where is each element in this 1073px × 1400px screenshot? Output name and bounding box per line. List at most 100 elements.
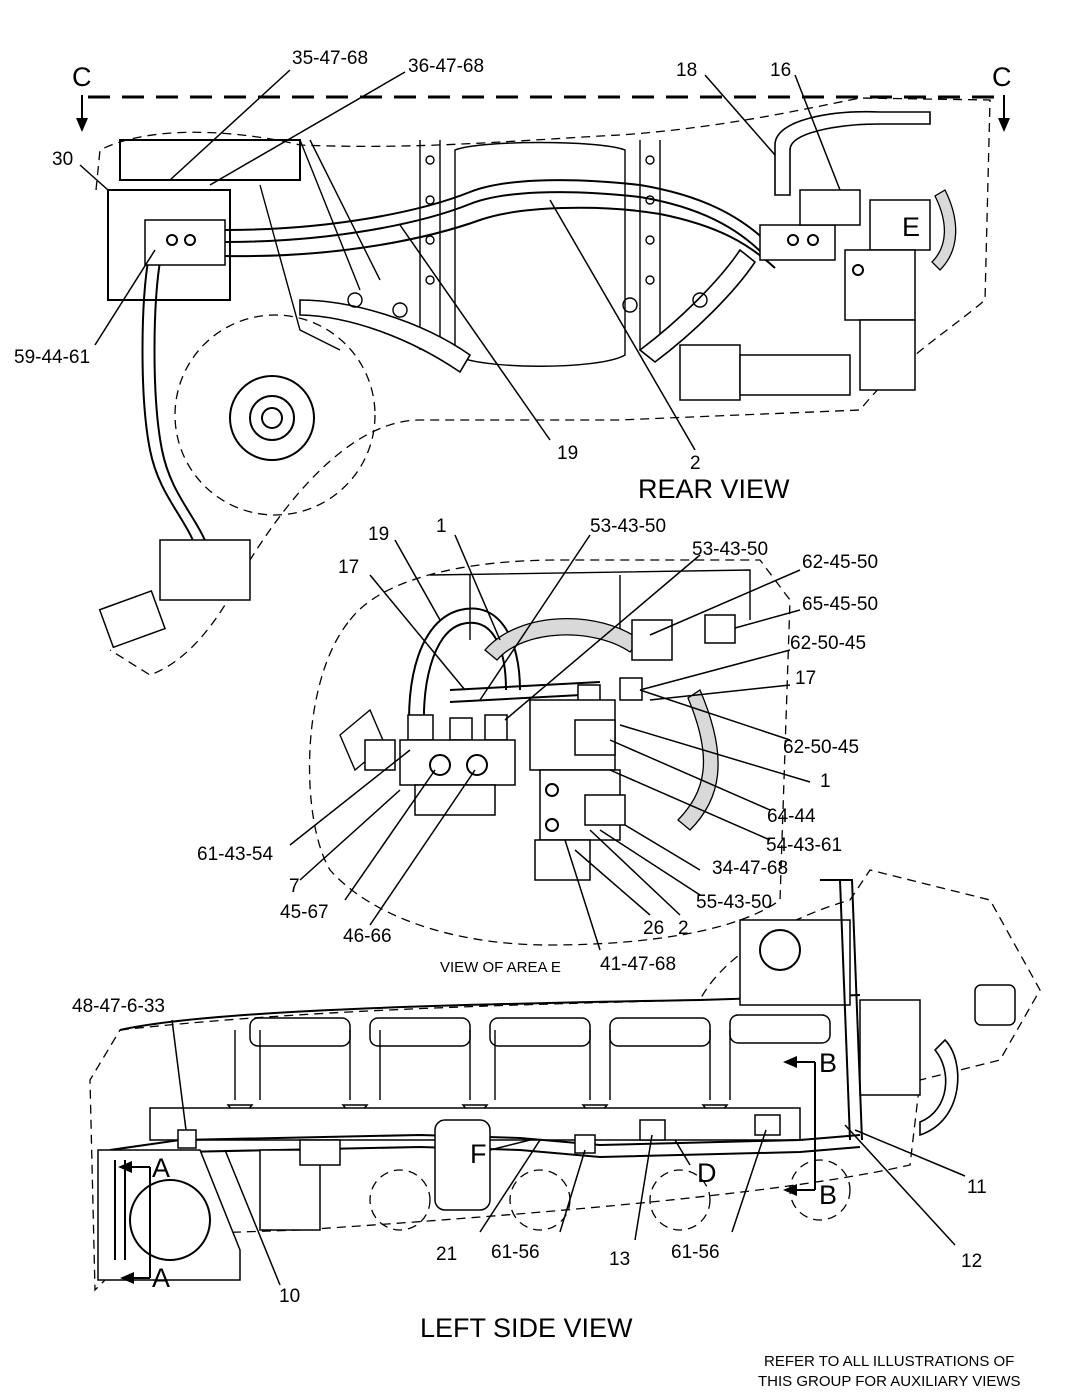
rear-flywheel-bore: [261, 407, 283, 429]
section-label-b-bottom: B: [819, 1180, 837, 1210]
left-valve-covers: [249, 1014, 831, 1047]
left-pulley: [129, 1179, 211, 1261]
callout-11: 11: [967, 1177, 987, 1198]
rear-left-port-2: [184, 234, 196, 246]
section-label-d: D: [697, 1158, 717, 1188]
left-right-hose: [919, 1038, 959, 1137]
area-e-valve-cap: [574, 719, 616, 756]
left-vertical-pipe: [820, 879, 863, 1141]
rear-lower-bracket: [98, 589, 166, 649]
rear-tube-upper-edge: [224, 191, 766, 257]
left-clamp-48: [177, 1129, 197, 1149]
rear-motor-left: [679, 344, 741, 401]
rear-flywheel-outer: [174, 314, 376, 516]
callout-41-47-68: 41-47-68: [600, 954, 676, 975]
rear-tube-upper: [224, 179, 771, 246]
area-e-braided-hose-right: [677, 689, 719, 831]
callout-54-43-61: 54-43-61: [766, 835, 842, 856]
left-clamp-61-56: [754, 1114, 781, 1136]
callout-12: 12: [961, 1251, 982, 1272]
area-e-outline: [308, 559, 791, 946]
section-label-b-top: B: [819, 1048, 837, 1078]
callout-2-rear: 2: [690, 453, 701, 474]
rear-cover-plate: [454, 141, 626, 367]
rear-braided-hose: [931, 189, 957, 271]
callout-1-area-e-top: 1: [436, 516, 447, 537]
section-label-f: F: [470, 1139, 487, 1169]
callout-30: 30: [52, 149, 73, 170]
section-label-a-bottom: A: [152, 1263, 170, 1293]
left-upper-right-block: [739, 919, 851, 1006]
left-port-circle-2: [509, 1169, 571, 1231]
area-e-manifold: [399, 739, 516, 786]
rear-valve-block-e: [869, 199, 931, 251]
callout-61-56-a: 61-56: [491, 1242, 540, 1263]
area-e-port-lower-2: [545, 818, 559, 832]
left-section-markers: [118, 1056, 816, 1284]
rear-view-drawing: [76, 95, 1010, 676]
area-e-fitting-top: [631, 619, 673, 661]
section-arrowhead-c-right: [998, 118, 1010, 132]
rear-flywheel-center: [249, 395, 295, 441]
note-line-1: REFER TO ALL ILLUSTRATIONS OF: [764, 1353, 1014, 1370]
rear-vertical-tube-edge: [153, 249, 218, 581]
left-side-drawing: [89, 869, 1041, 1292]
callout-18: 18: [676, 60, 697, 81]
callout-55-43-50: 55-43-50: [696, 892, 772, 913]
rear-top-plate: [119, 139, 301, 181]
callout-35-47-68: 35-47-68: [292, 48, 368, 69]
rear-motor-body: [739, 354, 851, 396]
area-e-fitting-2: [449, 717, 473, 741]
left-clamp-13: [639, 1119, 666, 1141]
area-label-e: E: [902, 212, 920, 242]
callout-53-43-50-b: 53-43-50: [692, 539, 768, 560]
callout-19-rear: 19: [557, 443, 578, 464]
left-right-fitting: [974, 984, 1016, 1026]
section-label-c-left: C: [72, 62, 92, 92]
area-e-tube-horizontal: [449, 681, 601, 703]
left-leader-lines: [171, 1019, 966, 1286]
callout-62-50-45-b: 62-50-45: [783, 737, 859, 758]
rear-vertical-tube: [141, 249, 206, 581]
callout-34-47-68: 34-47-68: [712, 858, 788, 879]
area-e-drawing: [308, 559, 791, 946]
area-e-fitting-65: [704, 614, 736, 644]
left-port-circle-1: [369, 1169, 431, 1231]
callout-53-43-50-a: 53-43-50: [590, 516, 666, 537]
callout-65-45-50: 65-45-50: [802, 594, 878, 615]
callout-1-area-e-right: 1: [820, 771, 831, 792]
area-e-port-46-66: [466, 754, 488, 776]
callout-59-44-61: 59-44-61: [14, 347, 90, 368]
rear-left-housing: [107, 189, 231, 301]
section-arrowhead-c-left: [76, 118, 88, 132]
rear-leader-lines: [79, 69, 841, 451]
rear-flywheel-hub: [229, 375, 315, 461]
rear-valve-block-b: [799, 189, 861, 226]
callout-13: 13: [609, 1249, 630, 1270]
callout-19-area-e: 19: [368, 524, 389, 545]
left-upper-cap: [759, 929, 801, 971]
section-label-a-top: A: [152, 1153, 170, 1183]
left-clamp-61-56-a: [574, 1134, 596, 1154]
area-e-port-45-67: [429, 754, 451, 776]
left-side-plate: [859, 999, 921, 1096]
left-port-circle-3: [649, 1169, 711, 1231]
left-filter-head: [299, 1139, 341, 1166]
rear-port-2: [807, 234, 819, 246]
callout-26: 26: [643, 918, 664, 939]
left-head-line: [119, 994, 861, 1031]
callout-46-66: 46-66: [343, 926, 392, 947]
callout-48-47-6-33: 48-47-6-33: [72, 996, 165, 1017]
rear-frame-struts: [259, 139, 381, 351]
area-e-fitting-1: [407, 714, 434, 741]
callout-17-area-e-right: 17: [795, 668, 816, 689]
rear-lower-block: [159, 539, 251, 601]
area-e-leader-lines: [289, 534, 811, 951]
callout-64-44: 64-44: [767, 806, 816, 827]
rear-port-3: [852, 264, 864, 276]
rear-return-hose: [774, 110, 931, 196]
callout-2-area-e: 2: [678, 918, 689, 939]
rear-bolt-pattern: [347, 155, 708, 318]
